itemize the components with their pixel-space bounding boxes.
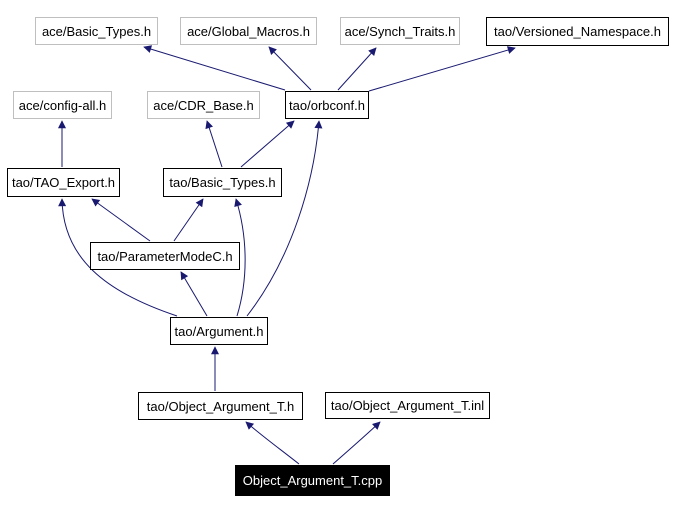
node-tao-orbconf-h[interactable]: tao/orbconf.h (285, 91, 369, 119)
edge-parametermodec-to-tao-export (91, 198, 151, 242)
node-ace-cdr-base-h: ace/CDR_Base.h (147, 91, 260, 119)
edge-tao-basic-types-to-cdr-base (205, 120, 223, 168)
node-object-argument-t-cpp: Object_Argument_T.cpp (235, 465, 390, 496)
edge-orbconf-to-versioned-namespace (368, 46, 516, 92)
node-ace-config-all-h: ace/config-all.h (13, 91, 112, 119)
edge-argument-to-orbconf (246, 120, 323, 317)
edge-argument-to-parametermodec (180, 271, 208, 317)
edge-argument-to-tao-basic-types (234, 198, 246, 317)
node-tao-argument-h[interactable]: tao/Argument.h (170, 317, 268, 345)
edge-orbconf-to-ace-basic-types (143, 45, 286, 91)
edge-parametermodec-to-tao-basic-types (173, 198, 204, 242)
edge-tao-basic-types-to-orbconf (240, 120, 295, 168)
edge-cpp-to-object-argument-t-h (245, 421, 300, 465)
node-ace-synch-traits-h: ace/Synch_Traits.h (340, 17, 460, 45)
edge-orbconf-to-global-macros (268, 46, 312, 91)
node-tao-object-argument-t-inl[interactable]: tao/Object_Argument_T.inl (325, 392, 490, 419)
edge-orbconf-to-synch-traits (337, 47, 377, 91)
node-tao-parametermodec-h[interactable]: tao/ParameterModeC.h (90, 242, 240, 270)
edge-cpp-to-object-argument-t-inl (332, 421, 381, 465)
node-tao-object-argument-t-h[interactable]: tao/Object_Argument_T.h (138, 392, 303, 420)
node-ace-basic-types-h: ace/Basic_Types.h (35, 17, 158, 45)
node-tao-versioned-namespace-h[interactable]: tao/Versioned_Namespace.h (486, 17, 669, 46)
node-tao-basic-types-h[interactable]: tao/Basic_Types.h (163, 168, 282, 197)
node-tao-tao-export-h[interactable]: tao/TAO_Export.h (7, 168, 120, 197)
edge-argument-to-tao-export (58, 198, 178, 317)
node-ace-global-macros-h: ace/Global_Macros.h (180, 17, 317, 45)
